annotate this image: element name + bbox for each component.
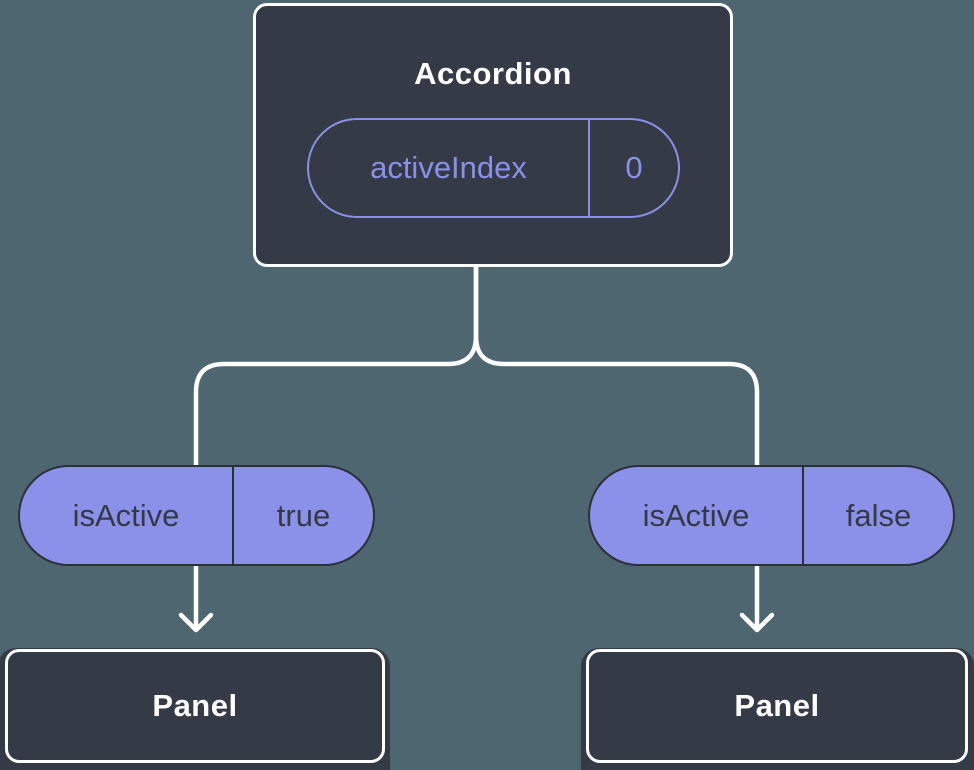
arrowhead-down-right-icon — [739, 612, 775, 633]
node-panel-right: Panel — [586, 649, 968, 763]
node-panel-left-title: Panel — [152, 688, 238, 723]
prop-pill-isactive-false: isActive false — [588, 465, 955, 566]
prop-pill-name: isActive — [590, 467, 804, 564]
connector-left-branch — [193, 262, 479, 632]
state-pill-activeindex: activeIndex 0 — [307, 118, 680, 218]
connector-right-branch — [473, 262, 760, 632]
prop-pill-value: false — [845, 497, 912, 533]
state-pill-name: activeIndex — [309, 120, 590, 216]
arrowhead-down-left-icon — [178, 612, 214, 633]
prop-pill-isactive-true: isActive true — [18, 465, 375, 566]
state-pill-value: 0 — [625, 150, 643, 185]
node-panel-right-title: Panel — [734, 688, 820, 723]
node-panel-left: Panel — [5, 649, 385, 763]
node-accordion: Accordion activeIndex 0 — [253, 3, 733, 267]
prop-pill-name: isActive — [20, 467, 234, 564]
node-accordion-title: Accordion — [414, 56, 572, 91]
prop-pill-value: true — [276, 497, 331, 533]
